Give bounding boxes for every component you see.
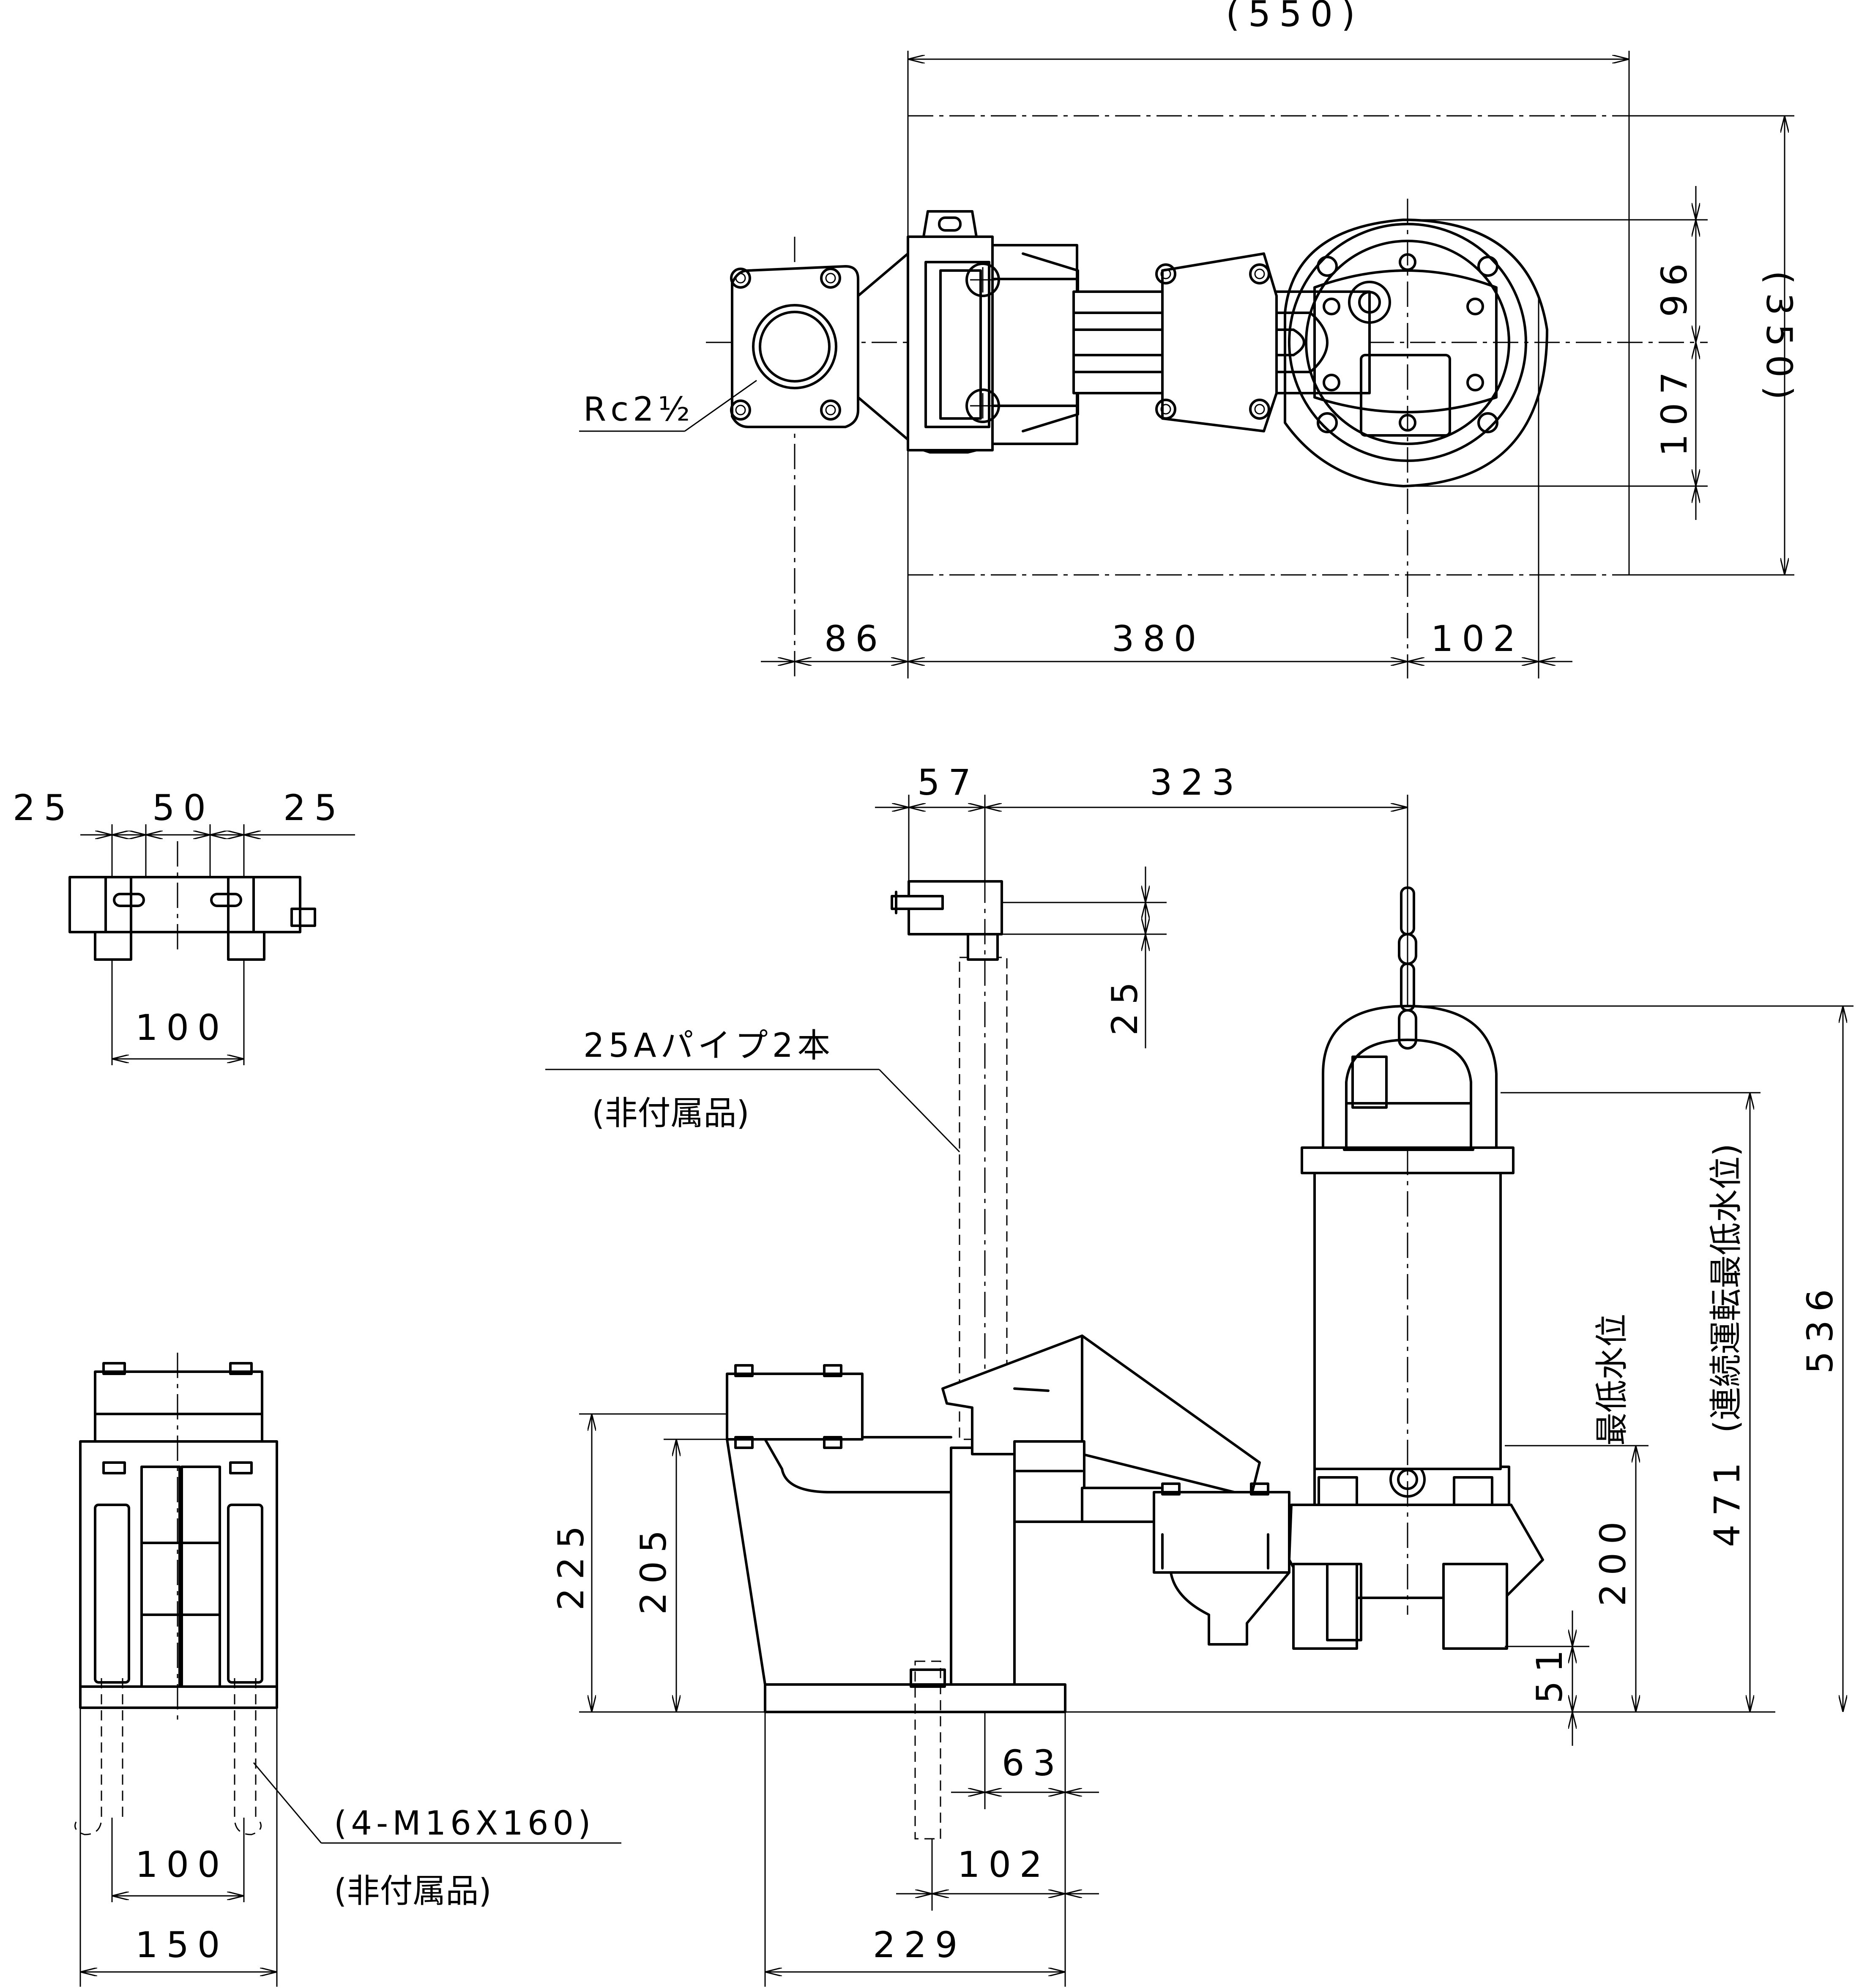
dim-102-top: 102 xyxy=(1431,618,1524,659)
dim-51: 51 xyxy=(1529,1641,1570,1704)
dim-536: 536 xyxy=(1799,1281,1841,1374)
dim-102-side: 102 xyxy=(957,1844,1050,1885)
lowest-level-label: 最低水位 xyxy=(1593,1314,1631,1446)
front-view: 100 150 (4-M16X160) (非付属品) xyxy=(74,1353,621,1987)
top-view: (550) (350) 96 107 86 380 102 Rc2½ xyxy=(579,0,1800,678)
dim-471: 471 xyxy=(1706,1454,1748,1547)
dim-100-front: 100 xyxy=(135,1844,228,1885)
dim-380: 380 xyxy=(1112,618,1205,659)
pump-volute-plan xyxy=(1284,219,1548,487)
dim-107: 107 xyxy=(1654,364,1695,457)
dim-50: 50 xyxy=(152,787,214,829)
dim-86: 86 xyxy=(824,618,886,659)
dim-150: 150 xyxy=(135,1924,228,1966)
guide-top-view: 25 50 25 100 xyxy=(13,787,355,1065)
dim-overall-width: (350) xyxy=(1758,271,1800,408)
dim-57: 57 xyxy=(917,762,979,803)
pipe-label: 25Aパイプ2本 xyxy=(583,1027,834,1065)
bolt-note: (非付属品) xyxy=(334,1872,492,1910)
dim-25-right: 25 xyxy=(283,787,345,829)
dim-200: 200 xyxy=(1592,1513,1634,1606)
pipe-note: (非付属品) xyxy=(592,1094,749,1132)
dim-229: 229 xyxy=(873,1924,966,1966)
dim-63: 63 xyxy=(1002,1742,1064,1784)
dim-25-side: 25 xyxy=(1104,973,1145,1036)
dim-205: 205 xyxy=(633,1522,674,1615)
dim-323: 323 xyxy=(1150,762,1243,803)
dim-225: 225 xyxy=(550,1518,592,1611)
guide-bracket-plan xyxy=(907,235,994,451)
dim-overall-length: (550) xyxy=(1226,0,1364,35)
side-view: 57 323 25 25Aパイプ2本 (非付属品) 225 205 63 10 xyxy=(545,762,1854,1987)
discharge-flange xyxy=(731,265,859,428)
thread-label: Rc2½ xyxy=(583,391,694,429)
pump-handle xyxy=(1322,1005,1498,1149)
bolt-spec: (4-M16X160) xyxy=(334,1805,595,1843)
dim-100-guide: 100 xyxy=(135,1007,228,1048)
dim-25-left: 25 xyxy=(13,787,75,829)
continuous-level-label: (連続運転最低水位) xyxy=(1707,1143,1745,1433)
dim-96: 96 xyxy=(1654,255,1695,317)
